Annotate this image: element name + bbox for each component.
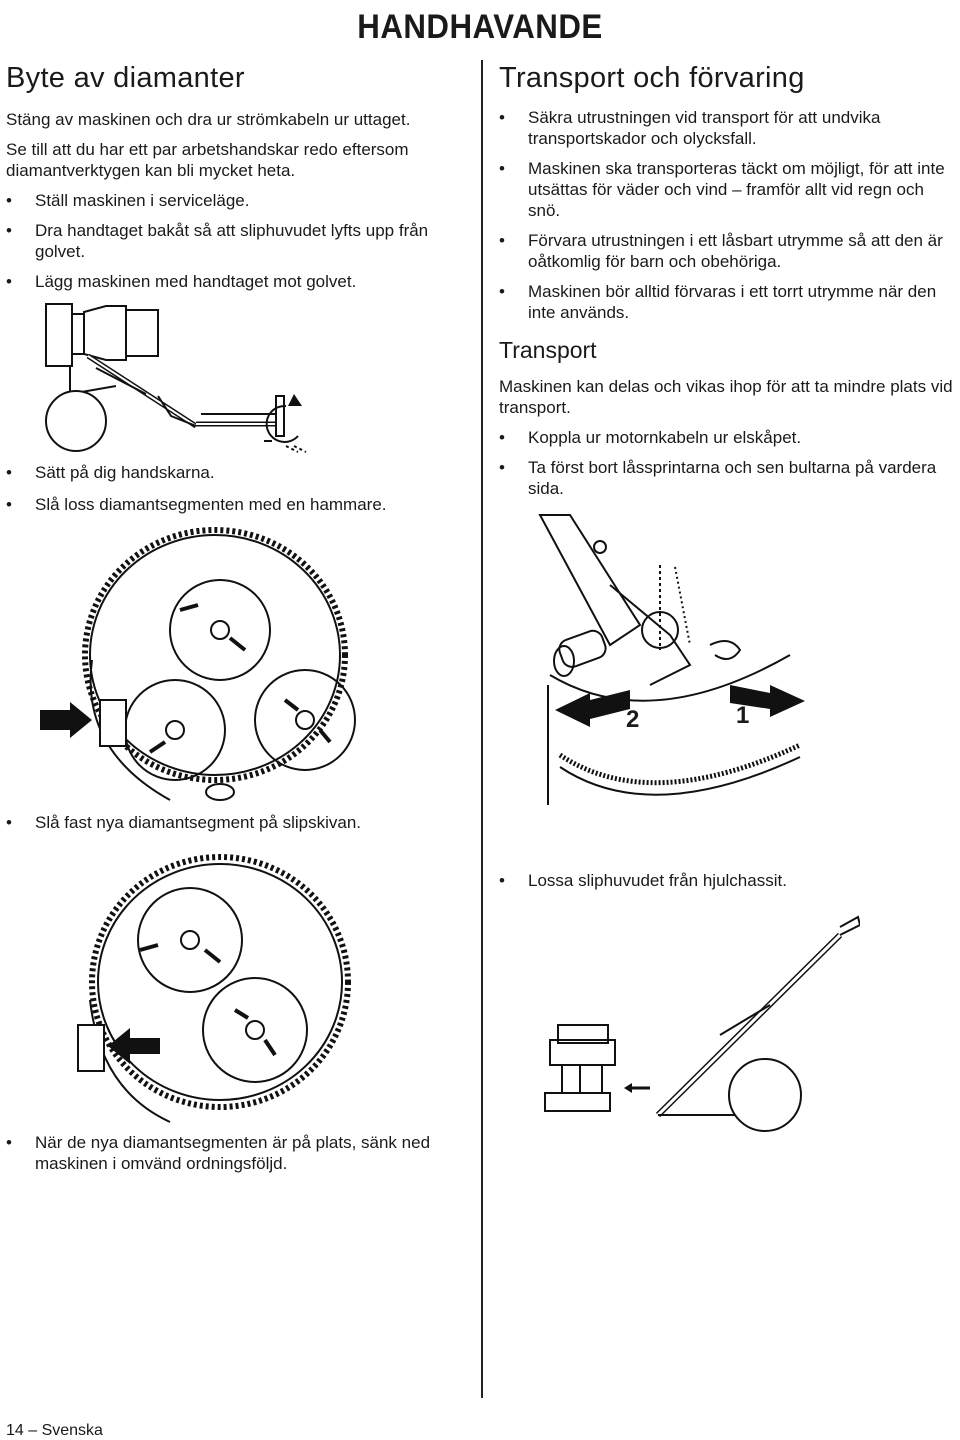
bullet-item: Ställ maskinen i serviceläge. — [6, 190, 461, 211]
figure-label-2: 2 — [626, 706, 640, 733]
figure-label-1: 1 — [736, 702, 750, 729]
lock-pin — [558, 629, 607, 668]
page-footer: 14 – Svenska — [6, 1422, 103, 1439]
bullet-item: Slå fast nya diamantsegment på slipskiva… — [6, 812, 461, 833]
bullet-item: Dra handtaget bakåt så att sliphuvudet l… — [6, 220, 461, 262]
disc-plate-2 — [254, 669, 356, 771]
transport-paragraph: Maskinen kan delas och vikas ihop för at… — [499, 377, 953, 417]
grinding-disc-fasten-figure — [77, 854, 351, 1123]
diamond-segment — [77, 1024, 105, 1072]
bullet-item: Ta först bort låssprintarna och sen bult… — [499, 457, 954, 499]
bullet-item: Sätt på dig handskarna. — [6, 462, 461, 483]
diamond-segment — [99, 699, 127, 747]
arrow-left-icon — [555, 690, 630, 727]
intro-paragraph-1: Stäng av maskinen och dra ur strömkabeln… — [6, 110, 411, 129]
wheel-shape — [45, 390, 107, 452]
arrow-right-icon — [730, 685, 805, 717]
machine-service-position-figure — [45, 303, 307, 453]
arrow-right-icon — [40, 702, 92, 738]
disc-plate-2 — [202, 977, 308, 1083]
wheel-shape — [728, 1058, 802, 1132]
intro-paragraph-2: Se till att du har ett par arbetshandska… — [6, 140, 409, 180]
grinding-head-shape — [45, 303, 73, 367]
bullet-item: Slå loss diamantsegmenten med en hammare… — [6, 494, 461, 515]
remove-lock-pin-figure — [538, 514, 805, 805]
bullet-item: Lossa sliphuvudet från hjulchassit. — [499, 870, 954, 891]
bullet-item: Förvara utrustningen i ett låsbart utrym… — [499, 230, 954, 272]
bullet-item: Lägg maskinen med handtaget mot golvet. — [6, 271, 461, 292]
right-column: Transport och förvaring Säkra utrustning… — [499, 62, 954, 499]
bullet-item: När de nya diamantsegmenten är på plats,… — [6, 1132, 461, 1174]
arrow-left-icon — [108, 1028, 160, 1064]
section-header: HANDHAVANDE — [357, 8, 603, 46]
heading-transport: Transport — [499, 337, 597, 363]
disc-plate-1 — [137, 887, 243, 993]
disc-plate-3 — [124, 679, 226, 781]
left-bullet-d: När de nya diamantsegmenten är på plats,… — [6, 1132, 461, 1174]
bullet-item: Koppla ur motornkabeln ur elskåpet. — [499, 427, 954, 448]
column-divider — [481, 60, 483, 1398]
bullet-item: Maskinen ska transporteras täckt om möjl… — [499, 158, 954, 221]
left-column: Byte av diamanter Stäng av maskinen och … — [6, 62, 461, 292]
heading-transport-och-forvaring: Transport och förvaring — [499, 62, 805, 94]
right-bullet-last: Lossa sliphuvudet från hjulchassit. — [499, 870, 954, 891]
detach-grinding-head-figure — [544, 915, 860, 1132]
grinding-disc-remove-figure — [40, 527, 356, 801]
left-bullet-c: Slå fast nya diamantsegment på slipskiva… — [6, 812, 461, 833]
bullet-item: Säkra utrustningen vid transport för att… — [499, 107, 954, 149]
disc-plate-1 — [169, 579, 271, 681]
bullet-item: Maskinen bör alltid förvaras i ett torrt… — [499, 281, 954, 323]
left-bullets-b: Sätt på dig handskarna. Slå loss diamant… — [6, 462, 461, 515]
heading-byte-av-diamanter: Byte av diamanter — [6, 62, 245, 94]
